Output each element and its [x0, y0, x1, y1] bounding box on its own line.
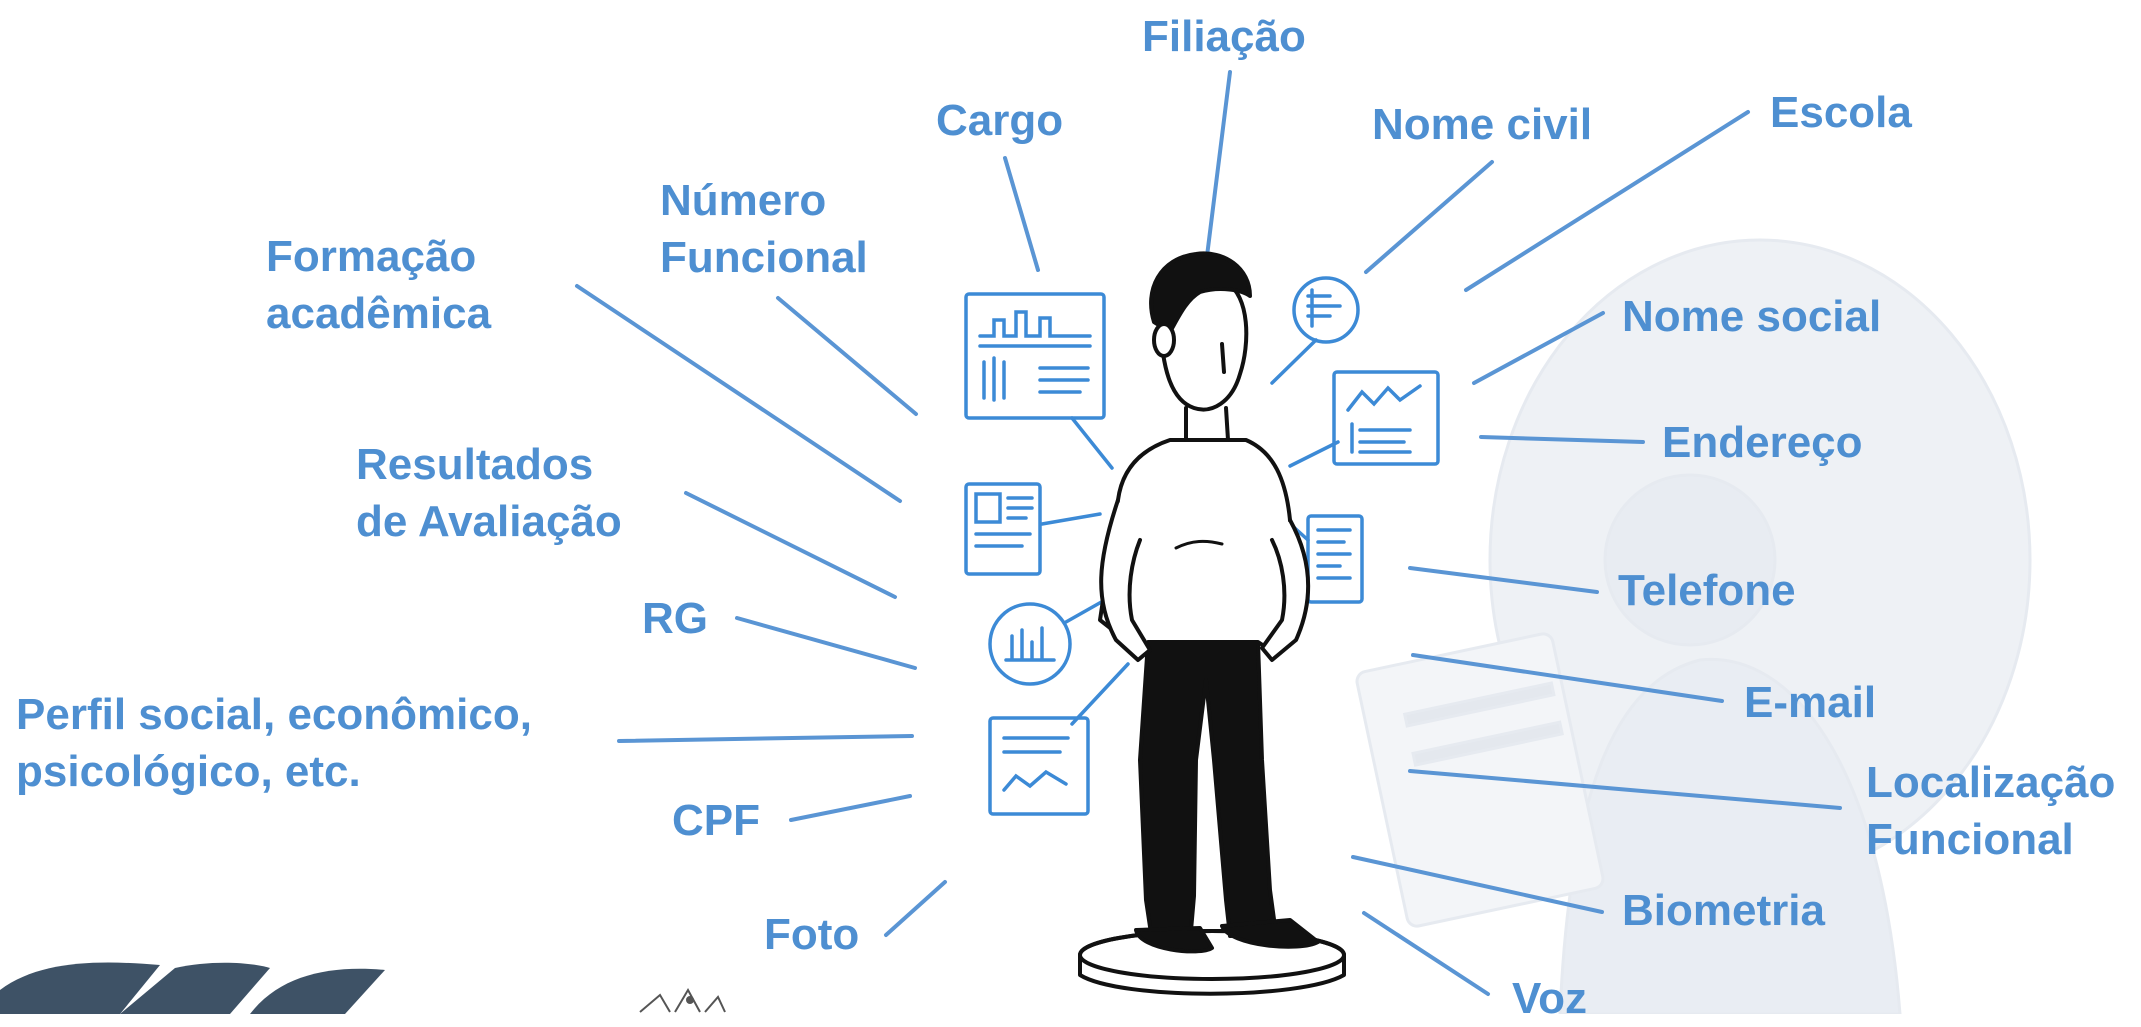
connector-nome-social	[1472, 311, 1605, 385]
label-filiacao: Filiação	[1142, 12, 1306, 61]
label-foto: Foto	[764, 910, 860, 959]
label-email: E-mail	[1744, 678, 1877, 727]
connector-resultados	[684, 491, 897, 599]
connector-formacao	[575, 284, 902, 503]
connector-rg	[735, 616, 917, 670]
connector-lines	[575, 70, 1842, 996]
watermark-icon	[1355, 238, 2032, 1014]
label-escola: Escola	[1770, 88, 1912, 137]
emblem-icon	[639, 987, 726, 1013]
label-telefone: Telefone	[1618, 566, 1796, 615]
document-icon	[964, 276, 1440, 816]
connector-biometria	[1351, 855, 1604, 914]
label-nome-social: Nome social	[1622, 292, 1882, 341]
label-endereco: Endereço	[1662, 418, 1863, 467]
connector-nome-civil	[1364, 160, 1494, 274]
connector-numero-funcional	[776, 296, 918, 416]
connector-filiacao	[1205, 70, 1232, 258]
connector-perfil	[617, 734, 914, 743]
person-illustration	[1078, 251, 1346, 996]
label-voz: Voz	[1512, 974, 1587, 1023]
connector-endereco	[1479, 435, 1645, 444]
brand-logo-icon	[0, 962, 385, 1014]
connector-cargo	[1003, 156, 1040, 272]
label-cpf: CPF	[672, 796, 760, 845]
connector-foto	[884, 880, 947, 937]
connector-voz	[1362, 911, 1490, 996]
label-biometria: Biometria	[1622, 886, 1825, 935]
label-perfil: Perfil social, econômico,psicológico, et…	[16, 690, 532, 796]
label-nome-civil: Nome civil	[1372, 100, 1593, 149]
connector-localizacao	[1408, 769, 1842, 810]
connector-cpf	[789, 794, 912, 822]
connector-email	[1411, 653, 1724, 703]
connector-escola	[1464, 110, 1750, 292]
label-cargo: Cargo	[936, 96, 1064, 145]
connector-telefone	[1408, 566, 1599, 594]
label-rg: RG	[642, 594, 708, 643]
